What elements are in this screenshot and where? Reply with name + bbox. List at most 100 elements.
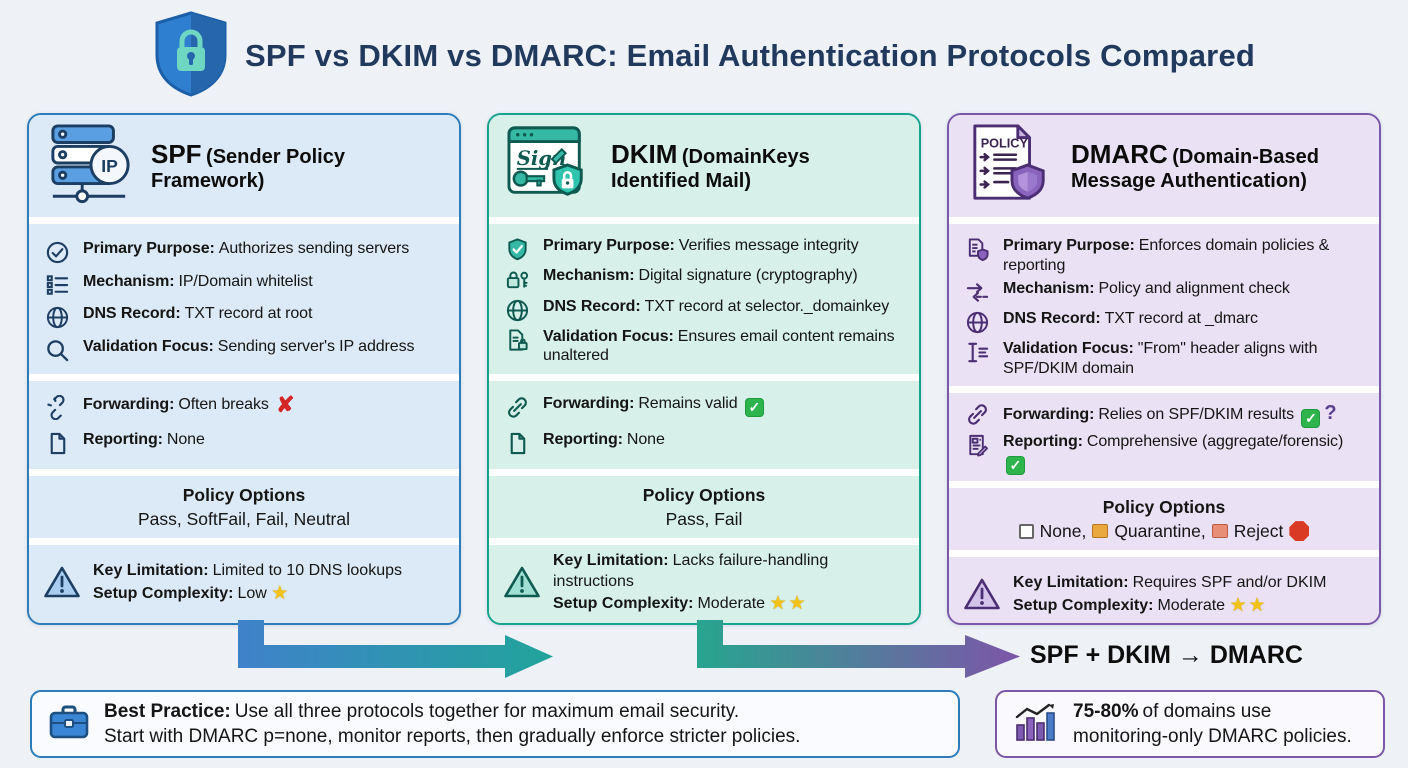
feature-label: Primary Purpose: [83, 239, 215, 257]
reporting-text: Reporting:Comprehensive (aggregate/foren… [1003, 432, 1365, 475]
feature-row: Primary Purpose:Authorizes sending serve… [43, 239, 445, 265]
card-spf: IP SPF (Sender Policy Framework) Primary… [27, 113, 461, 625]
limitation-text: Key Limitation:Limited to 10 DNS lookups… [93, 561, 402, 606]
star-rating-icon: ★★ [769, 593, 808, 615]
feature-row: Validation Focus:"From" header aligns wi… [963, 339, 1365, 378]
checklist-icon [43, 273, 71, 298]
feature-value: Sending server's IP address [217, 338, 415, 356]
globe-domain-icon [43, 305, 71, 330]
stat-box: 75-80%of domains use monitoring-only DMA… [995, 690, 1385, 758]
feature-row: Mechanism:Policy and alignment check [963, 279, 1365, 305]
briefcase-icon [48, 703, 90, 746]
complexity-label: Setup Complexity: [1013, 597, 1154, 615]
feature-label: Validation Focus: [1003, 340, 1134, 358]
feature-label: Primary Purpose: [543, 237, 675, 255]
red-cross-icon: ✘ [276, 392, 295, 418]
forwarding-value: Relies on SPF/DKIM results [1098, 406, 1295, 424]
dmarc-subtitle: (Domain-Based Message Authentication) [1071, 146, 1319, 192]
warning-triangle-icon [963, 577, 1001, 616]
flow-label: SPF + DKIM → DMARC [1030, 641, 1303, 669]
feature-text: Mechanism:Digital signature (cryptograph… [543, 266, 858, 286]
policy-reject-text: Reject [1233, 520, 1284, 541]
feature-row: Primary Purpose:Verifies message integri… [503, 236, 905, 262]
document-lock-icon [503, 328, 531, 353]
best-practice-label: Best Practice: [104, 700, 231, 722]
reporting-value: Comprehensive (aggregate/forensic) [1086, 433, 1344, 451]
feature-value: Enforces domain policies & reporting [1003, 237, 1330, 274]
forwarding-label: Forwarding: [1003, 406, 1095, 424]
stat-line2: monitoring-only DMARC policies. [1073, 726, 1352, 747]
dmarc-policy: Policy Options None, Quarantine, Reject [949, 488, 1379, 551]
reporting-label: Reporting: [1003, 433, 1083, 451]
star-rating-icon: ★ [271, 583, 291, 605]
forwarding-row: Forwarding:Often breaks ✘ [43, 392, 445, 421]
dkim-card-title: DKIM (DomainKeys Identified Mail) [611, 139, 903, 192]
policy-heading: Policy Options [182, 484, 306, 505]
limitation-label: Key Limitation: [1013, 574, 1129, 592]
reject-package-icon [1211, 524, 1228, 539]
limitation-value: Lacks failure-handling instructions [553, 551, 829, 590]
spf-card-title: SPF (Sender Policy Framework) [151, 139, 443, 192]
link-icon [963, 402, 991, 427]
limitation-label: Key Limitation: [93, 562, 209, 580]
warning-triangle-icon [503, 565, 541, 604]
green-check-icon: ✓ [1301, 409, 1321, 429]
limitation-value: Requires SPF and/or DKIM [1132, 574, 1327, 592]
complexity-label: Setup Complexity: [553, 595, 694, 613]
complexity-value: Moderate [697, 595, 766, 613]
forwarding-row: Forwarding:Remains valid ✓ [503, 394, 905, 420]
policy-values-text: Pass, SoftFail, Fail, Neutral [137, 508, 351, 529]
spf-card-header: IP SPF (Sender Policy Framework) [29, 115, 459, 217]
feature-label: Validation Focus: [83, 338, 214, 356]
document-icon [503, 431, 531, 456]
feature-label: Mechanism: [543, 267, 635, 285]
feature-label: Validation Focus: [543, 327, 674, 345]
forwarding-label: Forwarding: [83, 396, 175, 414]
server-ip-icon: IP [45, 122, 135, 211]
feature-text: DNS Record:TXT record at root [83, 304, 312, 324]
magnifier-icon [43, 338, 71, 363]
link-icon [503, 395, 531, 420]
broken-link-icon [43, 395, 71, 421]
document-shield-icon [963, 237, 991, 262]
forwarding-text: Forwarding:Often breaks ✘ [83, 392, 295, 418]
policy-values-text: Pass, Fail [665, 508, 743, 529]
best-practice-text: Best Practice:Use all three protocols to… [104, 699, 800, 749]
forwarding-text: Forwarding:Relies on SPF/DKIM results ✓? [1003, 401, 1337, 429]
signed-window-key-shield-icon: Sign [505, 122, 595, 211]
dkim-features: Primary Purpose:Verifies message integri… [489, 224, 919, 374]
dkim-to-dmarc-arrow [697, 620, 1020, 678]
feature-value: TXT record at root [184, 305, 313, 323]
feature-text: Validation Focus:Sending server's IP add… [83, 337, 414, 357]
dmarc-name: DMARC [1071, 139, 1168, 170]
feature-row: Validation Focus:Sending server's IP add… [43, 337, 445, 363]
policy-quarantine-text: Quarantine, [1114, 520, 1206, 541]
dmarc-card-title: DMARC (Domain-Based Message Authenticati… [1071, 139, 1363, 192]
green-check-icon: ✓ [744, 398, 764, 418]
feature-text: Primary Purpose:Enforces domain policies… [1003, 236, 1365, 275]
reporting-row: Reporting:None [503, 430, 905, 456]
dmarc-status: Forwarding:Relies on SPF/DKIM results ✓?… [949, 393, 1379, 482]
feature-text: Mechanism:IP/Domain whitelist [83, 272, 313, 292]
policy-document-shield-icon: POLICY [965, 122, 1055, 211]
policy-values: Pass, SoftFail, Fail, Neutral [39, 509, 449, 530]
policy-none-text: None, [1039, 520, 1087, 541]
stat-line1: of domains use [1142, 700, 1272, 722]
spf-name: SPF [151, 139, 202, 170]
feature-text: Primary Purpose:Verifies message integri… [543, 236, 859, 256]
report-document-icon [963, 433, 991, 458]
forwarding-row: Forwarding:Relies on SPF/DKIM results ✓? [963, 401, 1365, 429]
spf-status: Forwarding:Often breaks ✘ Reporting:None [29, 381, 459, 469]
feature-value: Policy and alignment check [1098, 280, 1290, 298]
limitation-text: Key Limitation:Lacks failure-handling in… [553, 551, 905, 617]
feature-label: Mechanism: [83, 272, 175, 290]
best-practice-line2: Start with DMARC p=none, monitor reports… [104, 726, 801, 747]
feature-text: Validation Focus:"From" header aligns wi… [1003, 339, 1365, 378]
limitation-text: Key Limitation:Requires SPF and/or DKIM … [1013, 573, 1326, 618]
complexity-value: Low [237, 585, 267, 603]
feature-row: DNS Record:TXT record at root [43, 304, 445, 330]
complexity-label: Setup Complexity: [93, 585, 234, 603]
feature-label: Primary Purpose: [1003, 237, 1135, 254]
limitation-label: Key Limitation: [553, 551, 669, 569]
